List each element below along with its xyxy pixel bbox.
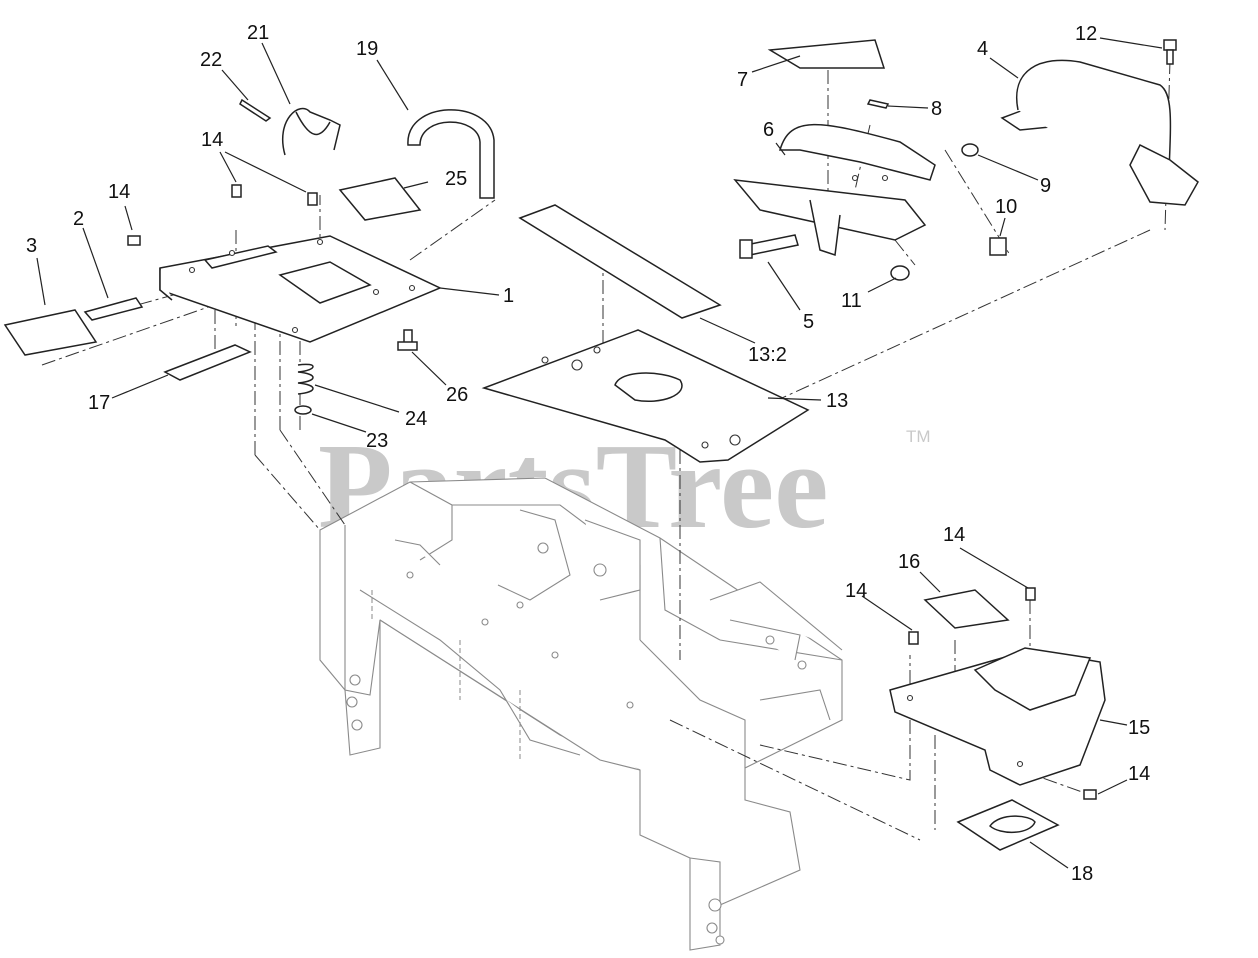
part-2-decal-strip <box>83 297 144 321</box>
callout-14-top: 14 <box>201 129 223 151</box>
callout-16: 16 <box>898 551 920 573</box>
part-6-seat-handle <box>733 123 936 257</box>
leader-lines <box>36 37 1163 869</box>
part-18-bracket <box>956 799 1060 851</box>
callout-14-side-lower: 14 <box>1128 763 1150 785</box>
callout-17: 17 <box>88 392 110 414</box>
part-4-grab-handle <box>1000 59 1199 206</box>
callout-12: 12 <box>1075 23 1097 45</box>
callout-23: 23 <box>366 430 388 452</box>
part-3-decal <box>3 309 98 356</box>
part-21-lever <box>282 107 341 156</box>
part-17-strap <box>163 344 252 381</box>
callout-5: 5 <box>803 311 814 333</box>
callout-22: 22 <box>200 49 222 71</box>
part-13-floor-pan <box>481 329 810 463</box>
callout-14-side-upper: 14 <box>943 524 965 546</box>
part-14-bolts <box>127 184 1097 800</box>
callout-15: 15 <box>1128 717 1150 739</box>
part-7-decal <box>767 39 886 69</box>
part-26-bolt <box>397 329 418 351</box>
part-13-2-mat <box>518 204 722 319</box>
part-1-floor-plate <box>159 235 442 343</box>
part-9-washer <box>961 143 979 157</box>
part-16-decal <box>923 589 1010 629</box>
part-12-bolt <box>1163 39 1177 65</box>
callout-26: 26 <box>446 384 468 406</box>
part-22-pin <box>239 98 272 122</box>
callout-9: 9 <box>1040 175 1051 197</box>
callout-7: 7 <box>737 69 748 91</box>
callout-19: 19 <box>356 38 378 60</box>
part-11-nut <box>890 265 910 281</box>
callout-3: 3 <box>26 235 37 257</box>
callout-13: 13 <box>826 390 848 412</box>
part-8-clip <box>866 99 890 109</box>
part-15-side-plate <box>889 647 1106 786</box>
part-25-decal <box>338 177 422 221</box>
callout-10: 10 <box>995 196 1017 218</box>
watermark-trademark: TM <box>906 427 931 446</box>
main-frame <box>319 477 843 951</box>
callout-24: 24 <box>405 408 427 430</box>
callout-4: 4 <box>977 38 988 60</box>
part-24-spring <box>297 363 314 395</box>
part-10-bushing <box>989 237 1007 256</box>
callout-25: 25 <box>445 168 467 190</box>
part-5-bolt <box>739 234 799 259</box>
part-23-washer <box>294 405 312 415</box>
callout-2: 2 <box>73 208 84 230</box>
callout-14-left: 14 <box>108 181 130 203</box>
callout-13-2: 13:2 <box>748 344 787 366</box>
part-19-handle <box>407 109 495 199</box>
callout-6: 6 <box>763 119 774 141</box>
callout-11: 11 <box>841 290 862 312</box>
callout-8: 8 <box>931 98 942 120</box>
callout-14-side-left: 14 <box>845 580 867 602</box>
callout-labels: 1 2 3 4 5 6 7 8 9 10 11 12 13 13:2 14 14… <box>26 22 1150 885</box>
callout-1: 1 <box>503 285 514 307</box>
callout-18: 18 <box>1071 863 1093 885</box>
callout-21: 21 <box>247 22 269 44</box>
